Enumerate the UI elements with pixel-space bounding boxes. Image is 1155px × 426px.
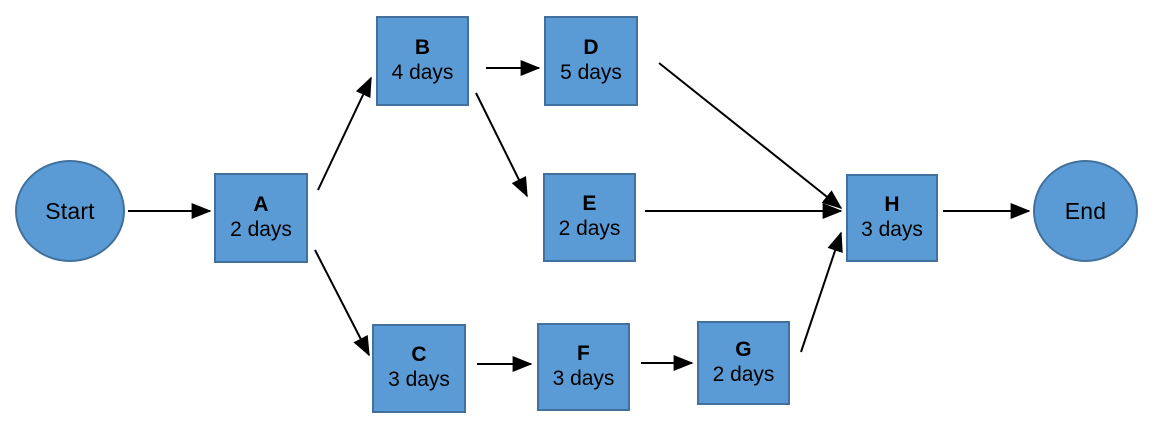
- node-label: A: [253, 192, 269, 216]
- edge-B-to-E: [475, 92, 528, 198]
- node-duration: 5 days: [560, 60, 622, 84]
- node-duration: 3 days: [388, 368, 450, 392]
- node-label: G: [735, 337, 752, 361]
- node-duration: 2 days: [230, 217, 292, 241]
- node-start[interactable]: Start: [15, 160, 125, 262]
- edge-D-to-H: [658, 62, 843, 209]
- node-duration: 2 days: [712, 362, 775, 386]
- node-label: D: [583, 35, 599, 59]
- node-duration: 3 days: [552, 366, 615, 390]
- node-label: B: [414, 35, 431, 59]
- edge-group: [128, 60, 1031, 372]
- node-label: F: [576, 341, 591, 365]
- node-duration: 3 days: [861, 217, 923, 241]
- node-duration: 4 days: [391, 60, 454, 84]
- node-label: End: [1064, 197, 1107, 224]
- node-end[interactable]: End: [1033, 160, 1138, 262]
- node-label: E: [582, 192, 597, 216]
- node-duration: 2 days: [558, 217, 621, 241]
- edge-A-to-C: [314, 249, 370, 357]
- edge-A-to-B: [317, 76, 372, 191]
- edge-G-to-H: [800, 231, 843, 353]
- node-label: C: [411, 343, 427, 367]
- node-label: H: [884, 192, 900, 216]
- node-label: Start: [45, 197, 95, 224]
